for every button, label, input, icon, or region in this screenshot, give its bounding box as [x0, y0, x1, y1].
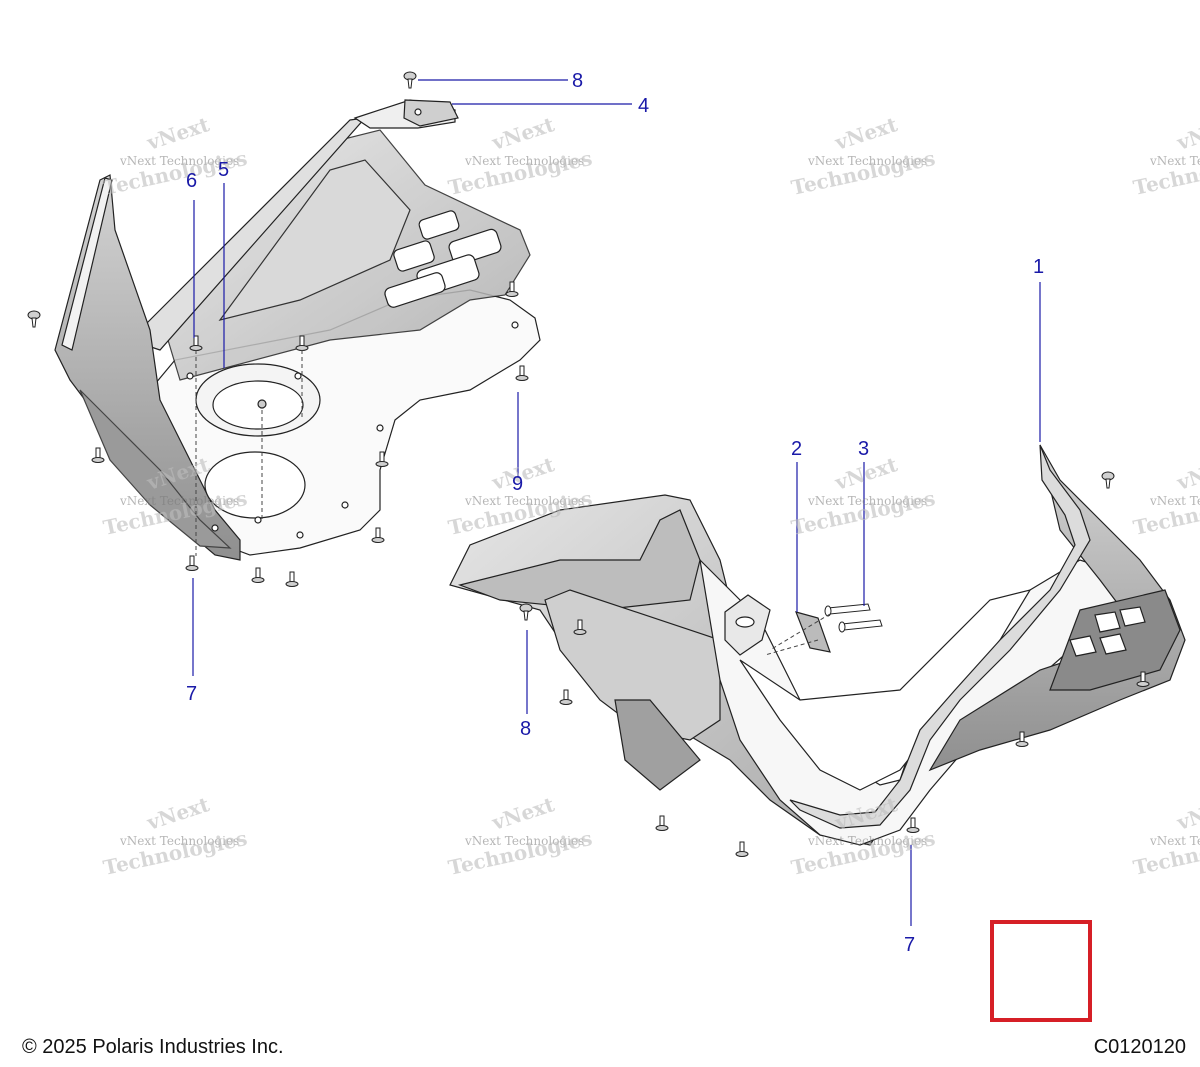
- watermark: vNext Technologies vNext Technologies: [1131, 112, 1200, 200]
- svg-text:vNext: vNext: [1173, 792, 1200, 835]
- watermark: vNext Technologies vNext Technologies: [1131, 452, 1200, 540]
- svg-text:vNext: vNext: [1173, 112, 1200, 155]
- svg-text:vNext: vNext: [488, 112, 558, 155]
- svg-text:vNext Technologies: vNext Technologies: [1149, 154, 1200, 168]
- callout-8-top[interactable]: 8: [572, 70, 583, 92]
- svg-text:vNext: vNext: [143, 112, 213, 155]
- watermark: vNext Technologies vNext Technologies: [101, 792, 249, 880]
- watermark: vNext Technologies vNext Technologies: [446, 112, 594, 200]
- watermark: vNext Technologies vNext Technologies: [789, 112, 937, 200]
- right-front-fascia-assembly: [449, 444, 1186, 846]
- callout-6[interactable]: 6: [186, 170, 197, 192]
- svg-text:vNext Technologies: vNext Technologies: [807, 834, 927, 848]
- watermark: vNext Technologies vNext Technologies: [789, 452, 937, 540]
- svg-text:vNext Technologies: vNext Technologies: [1149, 834, 1200, 848]
- svg-text:vNext: vNext: [488, 792, 558, 835]
- svg-text:vNext: vNext: [831, 112, 901, 155]
- callout-labels: 8 4 6 5 1 2 3 9 7 8 7: [186, 70, 1044, 956]
- svg-text:vNext Technologies: vNext Technologies: [807, 154, 927, 168]
- right-fasteners: [519, 471, 1150, 857]
- copyright-text: © 2025 Polaris Industries Inc.: [22, 1036, 284, 1058]
- callout-2[interactable]: 2: [791, 438, 802, 460]
- svg-text:vNext Technologies: vNext Technologies: [119, 494, 239, 508]
- callout-4[interactable]: 4: [638, 95, 649, 117]
- svg-text:vNext Technologies: vNext Technologies: [807, 494, 927, 508]
- left-skid-plate-assembly: [54, 99, 541, 561]
- watermark: vNext Technologies vNext Technologies: [1131, 792, 1200, 880]
- callout-9[interactable]: 9: [512, 473, 523, 495]
- callout-1[interactable]: 1: [1033, 256, 1044, 278]
- watermark: vNext Technologies vNext Technologies: [446, 792, 594, 880]
- svg-text:vNext Technologies: vNext Technologies: [119, 154, 239, 168]
- svg-text:vNext Technologies: vNext Technologies: [464, 834, 584, 848]
- callout-8-bottom[interactable]: 8: [520, 718, 531, 740]
- diagram-code: C0120120: [1093, 1036, 1186, 1058]
- callout-7-left[interactable]: 7: [186, 683, 197, 705]
- svg-text:vNext Technologies: vNext Technologies: [119, 834, 239, 848]
- callout-5[interactable]: 5: [218, 159, 229, 181]
- hidden-lines: [195, 350, 831, 656]
- svg-text:vNext Technologies: vNext Technologies: [464, 154, 584, 168]
- leader-lines: [192, 79, 1041, 926]
- callout-3[interactable]: 3: [858, 438, 869, 460]
- watermark: vNext Technologies vNext Technologies: [101, 112, 249, 200]
- svg-text:vNext: vNext: [143, 792, 213, 835]
- svg-text:vNext: vNext: [1173, 452, 1200, 495]
- callout-7-right[interactable]: 7: [904, 934, 915, 956]
- svg-text:vNext Technologies: vNext Technologies: [1149, 494, 1200, 508]
- svg-text:vNext Technologies: vNext Technologies: [464, 494, 584, 508]
- highlight-box: [990, 920, 1092, 1022]
